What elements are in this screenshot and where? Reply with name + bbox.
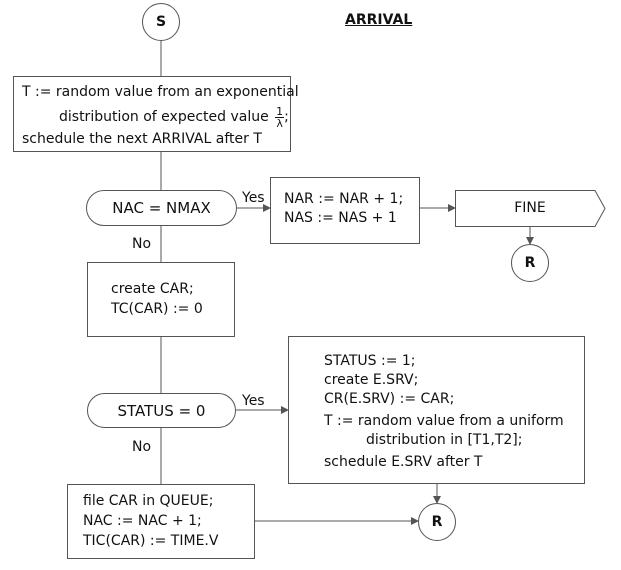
box-nar-nas: NAR := NAR + 1; NAS := NAS + 1 xyxy=(270,177,420,244)
queue-line1: file CAR in QUEUE; xyxy=(83,493,214,509)
car-line1: create CAR; xyxy=(111,281,194,297)
box1-line1: T := random value from an exponential xyxy=(22,84,299,100)
fraction-denominator: λ xyxy=(276,116,283,130)
box1-line2-prefix: distribution of expected value xyxy=(59,109,269,125)
decision-nac-nmax: NAC = NMAX xyxy=(86,190,237,226)
diagram-title: ARRIVAL xyxy=(345,12,413,28)
nar-line1: NAR := NAR + 1; xyxy=(284,191,404,207)
return-node-2: R xyxy=(418,503,456,541)
status-line2: create E.SRV; xyxy=(324,372,419,388)
nar-line2: NAS := NAS + 1 xyxy=(284,210,397,226)
box1-line3: schedule the next ARRIVAL after T xyxy=(22,131,262,147)
box1-line2: distribution of expected value 1 λ ; xyxy=(59,104,289,130)
box-create-car: create CAR; TC(CAR) := 0 xyxy=(87,262,235,337)
yes-label-2: Yes xyxy=(242,393,265,409)
status-line6: schedule E.SRV after T xyxy=(324,454,483,470)
queue-line3: TIC(CAR) := TIME.V xyxy=(83,533,219,549)
yes-label-1: Yes xyxy=(242,190,265,206)
start-node: S xyxy=(142,3,180,41)
status-line4: T := random value from a uniform xyxy=(324,413,564,429)
status-line1: STATUS := 1; xyxy=(324,353,416,369)
car-line2: TC(CAR) := 0 xyxy=(111,301,203,317)
box-file-queue: file CAR in QUEUE; NAC := NAC + 1; TIC(C… xyxy=(67,484,255,559)
no-label-2: No xyxy=(132,439,152,455)
queue-line2: NAC := NAC + 1; xyxy=(83,513,202,529)
fraction-numerator: 1 xyxy=(275,104,285,118)
status-line3: CR(E.SRV) := CAR; xyxy=(324,391,455,407)
no-label-1: No xyxy=(132,236,152,252)
fraction-one-over-lambda: 1 λ xyxy=(275,104,285,130)
fine-label: FINE xyxy=(514,200,546,216)
box1-line2-suffix: ; xyxy=(284,109,289,125)
box-random-exponential: T := random value from an exponential di… xyxy=(13,76,299,152)
status-line5: distribution in [T1,T2]; xyxy=(366,432,523,448)
box-status-service: STATUS := 1; create E.SRV; CR(E.SRV) := … xyxy=(288,336,585,484)
decision-status-zero: STATUS = 0 xyxy=(87,393,236,428)
fine-shape xyxy=(455,190,606,227)
return-node-1: R xyxy=(511,244,549,282)
